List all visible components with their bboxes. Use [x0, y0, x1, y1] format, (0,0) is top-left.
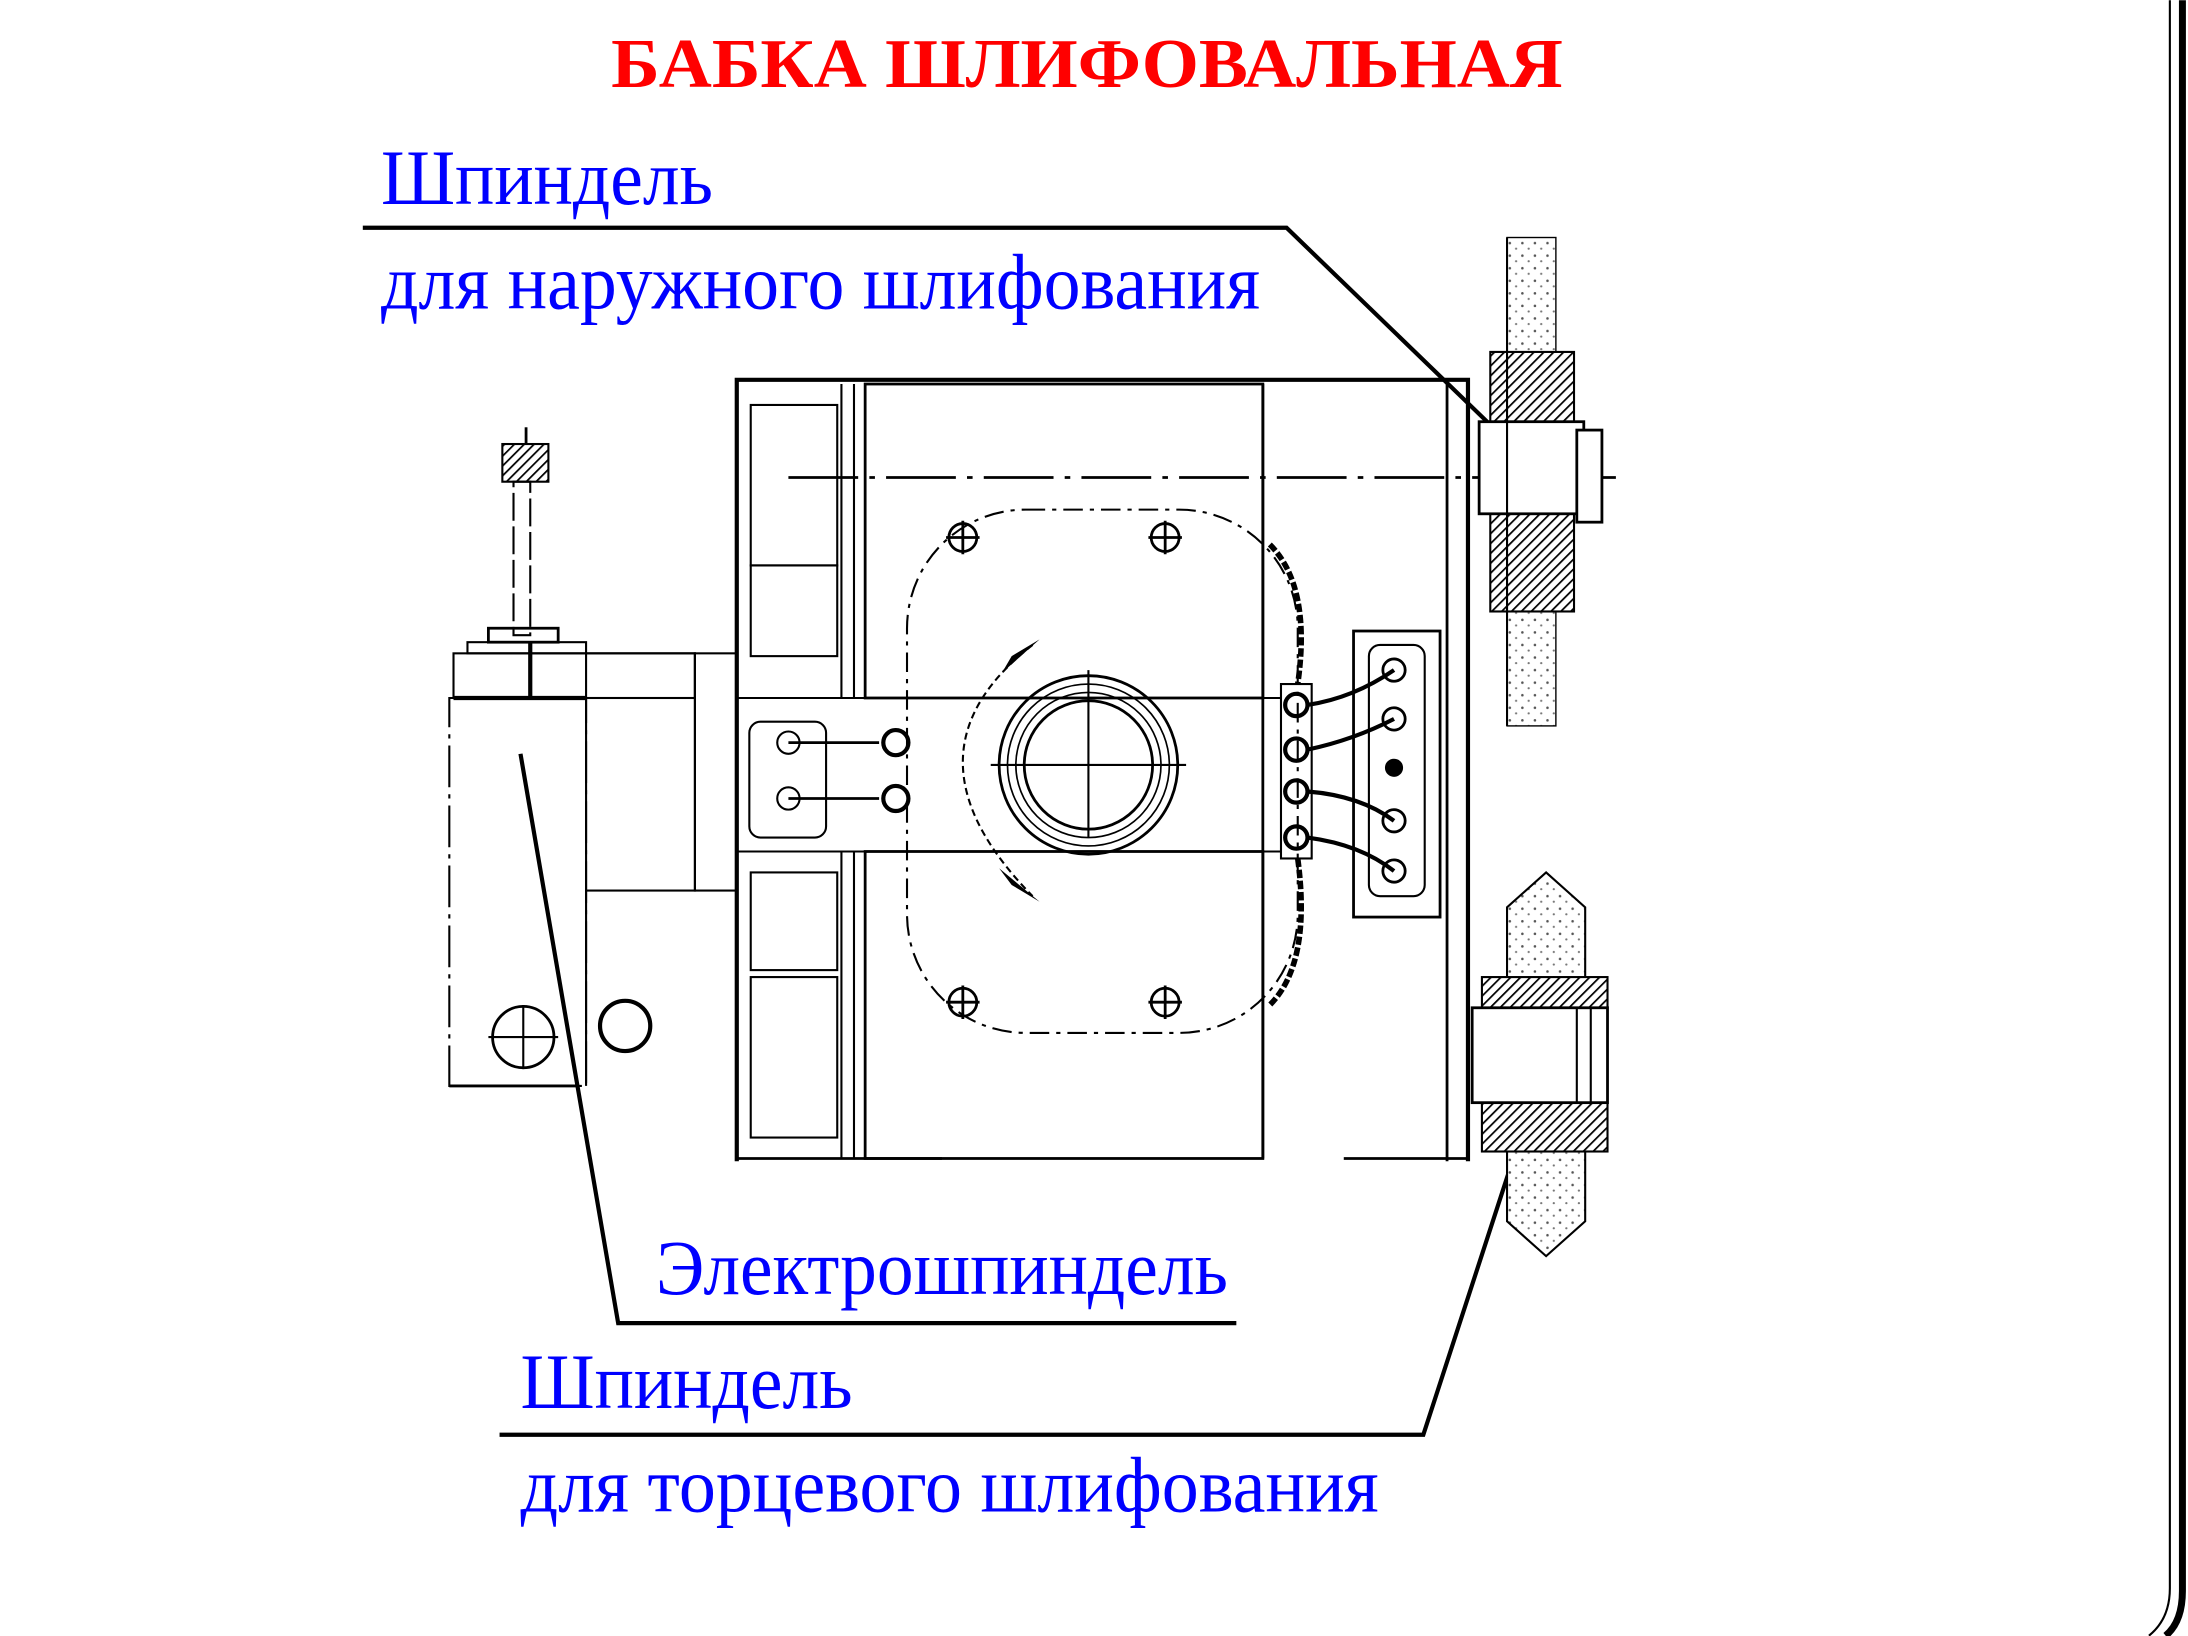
label-face-spindle-desc: для торцевого шлифования	[520, 1442, 1378, 1529]
drive-unit	[448, 427, 738, 1088]
label-outer-spindle-title: Шпиндель	[381, 134, 713, 221]
label-outer-spindle-desc: для наружного шлифования	[381, 239, 1260, 326]
label-electrospindle: Электрошпиндель	[656, 1224, 1228, 1311]
page-title: БАБКА ШЛИФОВАЛЬНАЯ	[611, 26, 1563, 103]
electrospindle-housing	[734, 377, 1471, 1162]
slide-frame-border	[2148, 0, 2186, 1636]
label-face-spindle-title: Шпиндель	[520, 1338, 852, 1425]
terminal-box	[1267, 542, 1442, 1007]
outer-grinding-wheel	[1477, 236, 1604, 727]
leader-lines	[362, 225, 1544, 1437]
flange-outline	[905, 508, 1299, 1034]
face-grinding-wheel	[1470, 871, 1609, 1258]
coil-ring	[990, 670, 1187, 856]
rotation-arrow	[961, 639, 1040, 902]
